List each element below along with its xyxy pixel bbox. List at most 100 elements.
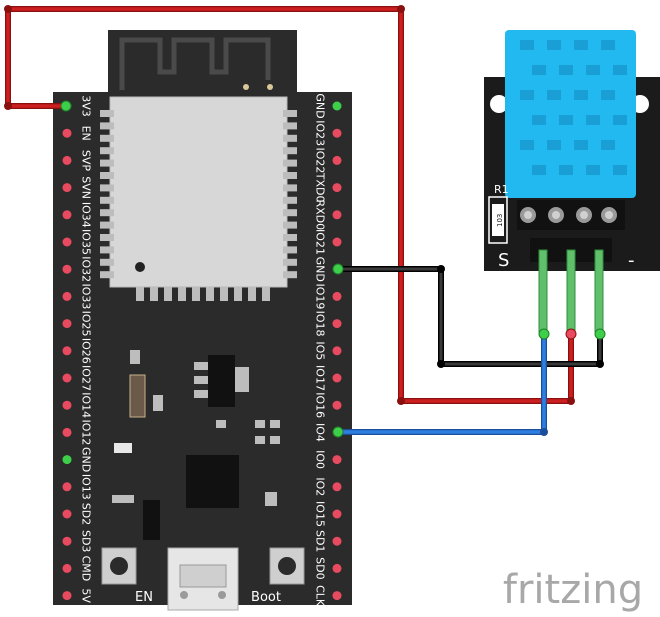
- grille-slot: [601, 40, 615, 50]
- wire-bend: [437, 265, 445, 273]
- grille-slot: [532, 65, 546, 75]
- pin-right-io22-2[interactable]: [332, 155, 342, 165]
- usb-hole: [180, 591, 188, 599]
- lead-signal: [538, 249, 548, 333]
- pin-left-io34-4[interactable]: [62, 210, 72, 220]
- grille-slot: [574, 140, 588, 150]
- pin-right-io0-13[interactable]: [332, 455, 342, 465]
- pin-label-left-8: IO25: [80, 311, 93, 337]
- pin-right-txd0-3[interactable]: [332, 183, 342, 193]
- pin-label-right-6: GND: [314, 257, 327, 282]
- smd-part: [270, 436, 280, 444]
- antenna-dot: [243, 84, 249, 90]
- pin-left-io14-11[interactable]: [62, 400, 72, 410]
- wire-end-io4: [332, 426, 344, 438]
- pin-right-io17-10[interactable]: [332, 373, 342, 383]
- pin-left-5v-18[interactable]: [62, 591, 72, 601]
- pin-left-io35-5[interactable]: [62, 237, 72, 247]
- module-pad: [178, 287, 186, 301]
- module-pad: [283, 209, 297, 217]
- pin-left-io13-14[interactable]: [62, 482, 72, 492]
- module-pad: [262, 287, 270, 301]
- wroom-shield: [109, 96, 288, 288]
- regulator-pin: [194, 376, 208, 384]
- wire-bend: [596, 360, 604, 368]
- resistor-r1: [492, 204, 504, 236]
- pin-label-left-10: IO27: [80, 365, 93, 391]
- pin-right-io21-5[interactable]: [332, 237, 342, 247]
- wire-end-gnd: [332, 263, 344, 275]
- lead-vcc: [566, 249, 576, 333]
- wire-ground-fill: [338, 267, 602, 366]
- pin-right-io19-7[interactable]: [332, 291, 342, 301]
- grille-slot: [532, 165, 546, 175]
- pin-right-io18-8[interactable]: [332, 319, 342, 329]
- mount-hole: [490, 95, 508, 113]
- wire-bend: [567, 397, 575, 405]
- wire-end-3v3: [60, 100, 72, 112]
- smd-part: [216, 420, 226, 428]
- pin-left-io32-6[interactable]: [62, 264, 72, 274]
- pin-left-cmd-17[interactable]: [62, 563, 72, 573]
- pin-label-right-9: IO5: [314, 341, 327, 360]
- tantalum-capacitor: [129, 374, 146, 418]
- grille-slot: [574, 40, 588, 50]
- pin-label-left-2: SVP: [80, 150, 93, 172]
- grille-slot: [559, 115, 573, 125]
- pin-left-io25-8[interactable]: [62, 319, 72, 329]
- pin-left-io26-9[interactable]: [62, 346, 72, 356]
- pin-label-left-0: 3V3: [80, 95, 93, 117]
- module-pad: [136, 287, 144, 301]
- dht-pin-center: [605, 211, 613, 219]
- pin-right-gnd-0[interactable]: [332, 101, 342, 111]
- pin-left-svn-3[interactable]: [62, 183, 72, 193]
- pin-right-sd1-16[interactable]: [332, 536, 342, 546]
- voltage-regulator: [208, 355, 235, 407]
- transistor: [143, 500, 160, 540]
- wire-bend: [397, 397, 405, 405]
- sensor-grille: [520, 40, 627, 175]
- pin-label-right-11: IO16: [314, 392, 327, 418]
- grille-slot: [613, 115, 627, 125]
- grille-slot: [586, 165, 600, 175]
- module-pad: [283, 221, 297, 229]
- pin-left-io27-10[interactable]: [62, 373, 72, 383]
- pin-label-left-16: SD3: [80, 530, 93, 552]
- pin-left-svp-2[interactable]: [62, 155, 72, 165]
- smd-part: [255, 420, 265, 428]
- pin-right-io16-11[interactable]: [332, 400, 342, 410]
- pin-left-io12-12[interactable]: [62, 427, 72, 437]
- dht-pin-center: [524, 211, 532, 219]
- module-pad: [234, 287, 242, 301]
- pin-right-io15-15[interactable]: [332, 509, 342, 519]
- pin-left-en-1[interactable]: [62, 128, 72, 138]
- pin-right-clk-18[interactable]: [332, 591, 342, 601]
- wire-ground[interactable]: [338, 266, 603, 367]
- smd-resistor: [130, 350, 140, 364]
- pin-right-sd0-17[interactable]: [332, 563, 342, 573]
- pin-label-right-13: IO0: [314, 450, 327, 469]
- pin-left-sd2-15[interactable]: [62, 509, 72, 519]
- pin-right-io5-9[interactable]: [332, 346, 342, 356]
- module-pad: [283, 234, 297, 241]
- pin-left-gnd-13[interactable]: [62, 455, 72, 465]
- pin-left-sd3-16[interactable]: [62, 536, 72, 546]
- pin-label-left-4: IO34: [80, 202, 93, 228]
- resistor-code: 103: [496, 214, 504, 227]
- grille-slot: [547, 90, 561, 100]
- dht-pins: [520, 207, 617, 223]
- pin-left-io33-7[interactable]: [62, 291, 72, 301]
- module-pad: [283, 134, 297, 142]
- pin-label-left-9: IO26: [80, 338, 93, 364]
- pin-label-right-8: IO18: [314, 311, 327, 337]
- pin-label-right-16: SD1: [314, 530, 327, 552]
- regulator-pin: [194, 390, 208, 398]
- pin-right-io23-1[interactable]: [332, 128, 342, 138]
- regulator-tab: [235, 367, 249, 392]
- pin-right-rxd0-4[interactable]: [332, 210, 342, 220]
- pin-label-right-18: CLK: [314, 585, 327, 607]
- pin-right-io2-14[interactable]: [332, 482, 342, 492]
- pin-label-right-0: GND: [314, 93, 327, 118]
